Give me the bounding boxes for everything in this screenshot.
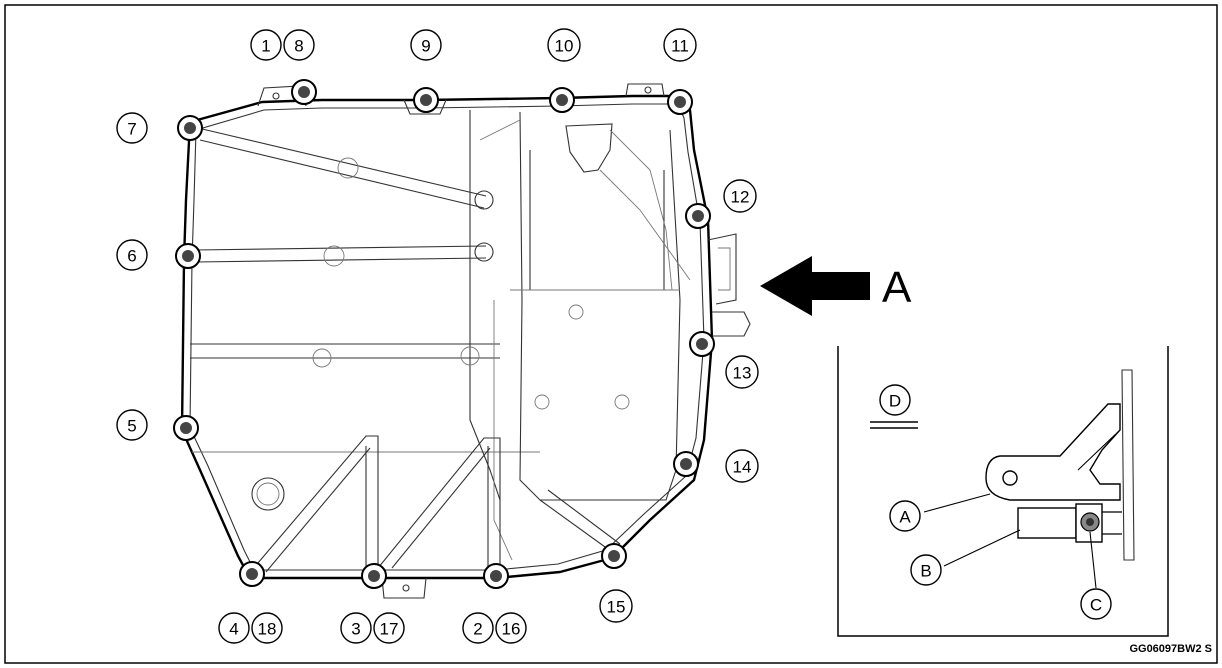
oil-pan-internal-details	[190, 83, 751, 599]
callout-14: 14	[733, 458, 752, 477]
bolt-12	[685, 203, 711, 229]
detail-part-a: A	[899, 508, 911, 527]
figure-code: GG06097BW2 S	[1129, 643, 1212, 655]
bolt-2-16	[483, 563, 509, 589]
bolt-9	[413, 87, 439, 113]
callout-4: 4	[229, 620, 238, 639]
callout-6: 6	[127, 247, 136, 266]
callout-1: 1	[261, 37, 270, 56]
detail-frame	[837, 346, 1169, 637]
callout-15: 15	[607, 598, 626, 617]
bolt-11	[667, 89, 693, 115]
bolt-7	[177, 115, 203, 141]
bolt-10	[549, 87, 575, 113]
callout-10: 10	[555, 37, 574, 56]
detail-view: D A B C	[837, 346, 1169, 637]
callouts	[116, 28, 759, 644]
callout-7: 7	[127, 120, 136, 139]
callout-9: 9	[421, 37, 430, 56]
callout-5: 5	[127, 417, 136, 436]
bolt-14	[673, 451, 699, 477]
oil-pan-outline	[180, 94, 714, 580]
detail-view-label: D	[889, 392, 901, 411]
figure-frame	[4, 4, 1218, 664]
detail-part-c: C	[1090, 596, 1102, 615]
bolt-3-17	[361, 563, 387, 589]
bolts	[173, 79, 715, 589]
bolt-1-8	[291, 79, 317, 105]
callout-labels: 1 8 9 10 11 7 12 6 13 5 14 15 4 18 3 17 …	[127, 37, 751, 639]
detail-part-b: B	[920, 562, 931, 581]
callout-18: 18	[258, 620, 277, 639]
view-arrow: A	[760, 256, 912, 316]
bolt-15	[601, 543, 627, 569]
bolt-5	[173, 415, 199, 441]
callout-11: 11	[671, 37, 689, 56]
callout-8: 8	[294, 37, 303, 56]
callout-17: 17	[380, 620, 399, 639]
bolt-13	[689, 331, 715, 357]
callout-2: 2	[473, 620, 482, 639]
view-arrow-label: A	[882, 263, 912, 312]
callout-13: 13	[733, 364, 752, 383]
callout-12: 12	[731, 188, 750, 207]
callout-3: 3	[351, 620, 360, 639]
arrow-left-icon	[760, 256, 870, 316]
bolt-4-18	[239, 561, 265, 587]
callout-16: 16	[502, 620, 521, 639]
bolt-6	[175, 243, 201, 269]
